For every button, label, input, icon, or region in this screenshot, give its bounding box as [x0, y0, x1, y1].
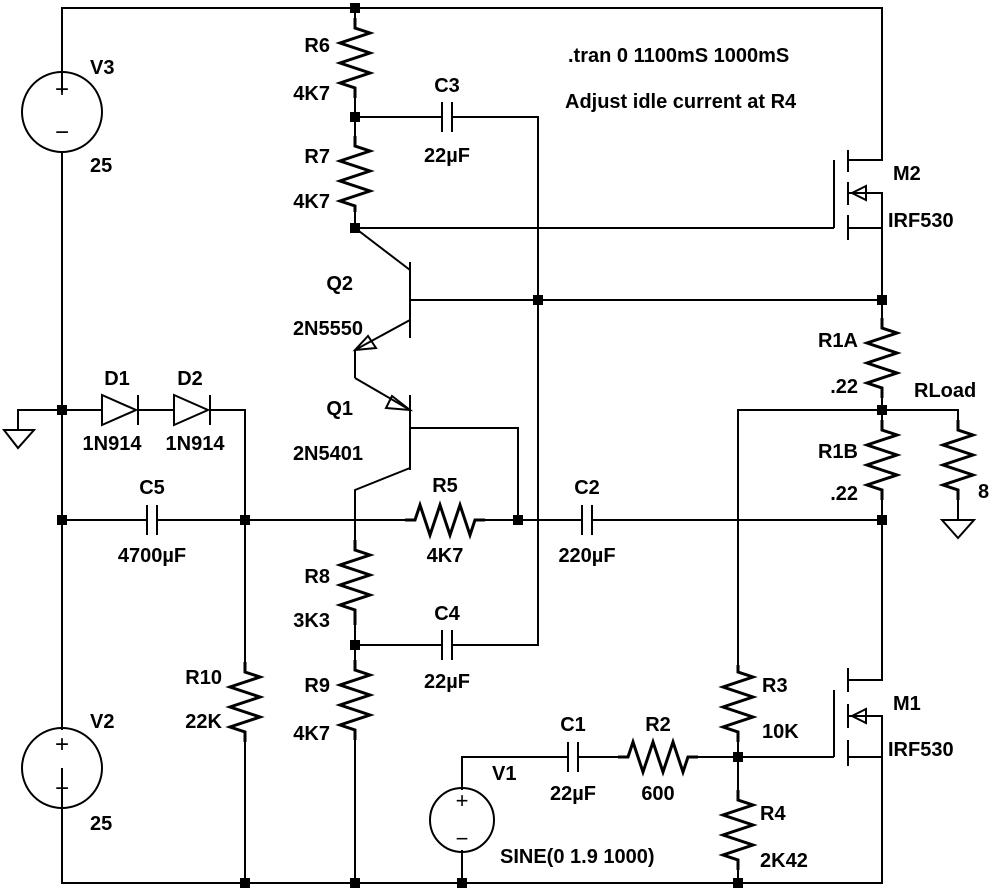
label-r4-value: 2K42 — [760, 850, 808, 872]
label-v2-value: 25 — [90, 813, 112, 835]
label-m2-value: IRF530 — [888, 210, 954, 232]
label-m1-name: M1 — [893, 693, 921, 715]
label-c2-value: 220µF — [558, 545, 615, 567]
v1-minus: − — [456, 826, 469, 851]
label-v3-value: 25 — [90, 155, 112, 177]
resistor-r3 — [718, 665, 758, 742]
label-r4-name: R4 — [760, 803, 786, 825]
directive-note: Adjust idle current at R4 — [565, 91, 797, 113]
junction-dots — [57, 3, 887, 888]
label-c2-name: C2 — [574, 477, 600, 499]
resistor-r5 — [405, 500, 485, 540]
label-r1b-value: .22 — [830, 483, 858, 505]
transistor-q2 — [352, 262, 411, 352]
wires — [17, 7, 959, 884]
voltage-source-v3: + − — [21, 71, 103, 153]
resistor-r1a — [862, 318, 902, 398]
directive-tran: .tran 0 1100mS 1000mS — [568, 45, 789, 67]
label-r3-name: R3 — [762, 675, 788, 697]
label-r9-value: 4K7 — [293, 723, 330, 745]
diode-d1 — [101, 393, 139, 427]
ground-symbol-left — [1, 429, 37, 450]
resistor-r7 — [335, 136, 375, 212]
capacitor-c5 — [146, 505, 158, 535]
resistor-r4 — [718, 790, 758, 870]
label-r8-value: 3K3 — [293, 610, 330, 632]
label-d1-name: D1 — [104, 368, 130, 390]
label-r2-value: 600 — [641, 783, 674, 805]
v2-minus: − — [55, 775, 69, 802]
label-r10-value: 22K — [185, 711, 222, 733]
labels: .tran 0 1100mS 1000mS Adjust idle curren… — [83, 35, 990, 872]
grounds — [1, 429, 977, 540]
label-m1-value: IRF530 — [888, 739, 954, 761]
capacitors — [146, 102, 593, 772]
label-q2-name: Q2 — [326, 273, 353, 295]
label-r7-name: R7 — [304, 146, 330, 168]
label-q1-name: Q1 — [326, 398, 353, 420]
capacitor-c1 — [567, 742, 579, 772]
label-c3-value: 22µF — [424, 145, 470, 167]
label-d2-value: 1N914 — [166, 433, 226, 455]
resistors — [225, 18, 978, 870]
label-d2-name: D2 — [177, 368, 203, 390]
sources: + − + − + − — [21, 71, 495, 853]
label-c5-name: C5 — [139, 477, 165, 499]
label-c1-value: 22µF — [550, 783, 596, 805]
label-c3-name: C3 — [434, 75, 460, 97]
voltage-source-v1: + − — [429, 787, 495, 853]
label-v3-name: V3 — [90, 57, 114, 79]
label-rload-name: RLoad — [914, 380, 976, 402]
label-r2-name: R2 — [645, 714, 671, 736]
transistors — [352, 150, 883, 766]
label-v1-name: V1 — [492, 763, 516, 785]
label-r10-name: R10 — [185, 667, 222, 689]
resistor-r6 — [335, 18, 375, 98]
label-r1a-value: .22 — [830, 376, 858, 398]
v3-plus: + — [55, 76, 69, 103]
resistor-r1b — [862, 420, 902, 500]
v2-plus: + — [55, 731, 69, 758]
capacitor-c4 — [441, 630, 453, 660]
label-q2-value: 2N5550 — [293, 318, 363, 340]
label-r3-value: 10K — [762, 721, 799, 743]
label-c4-name: C4 — [434, 603, 460, 625]
label-c5-value: 4700µF — [118, 545, 186, 567]
ground-symbol-right — [939, 519, 977, 540]
resistor-r9 — [335, 660, 375, 740]
label-v1-value: SINE(0 1.9 1000) — [500, 846, 655, 868]
capacitor-c3 — [441, 102, 453, 132]
label-r6-name: R6 — [304, 35, 330, 57]
diodes — [101, 393, 211, 427]
label-q1-value: 2N5401 — [293, 443, 363, 465]
label-r7-value: 4K7 — [293, 191, 330, 213]
v1-plus: + — [456, 788, 469, 813]
resistor-r10 — [225, 662, 265, 742]
resistor-rload — [938, 420, 978, 500]
mosfet-m1 — [833, 668, 883, 766]
label-r6-value: 4K7 — [293, 83, 330, 105]
capacitor-c2 — [581, 505, 593, 535]
v3-minus: − — [55, 119, 69, 146]
label-c4-value: 22µF — [424, 671, 470, 693]
label-r8-name: R8 — [304, 566, 330, 588]
label-r1a-name: R1A — [818, 330, 858, 352]
transistor-q1 — [354, 350, 414, 470]
label-r5-value: 4K7 — [427, 545, 464, 567]
label-r5-name: R5 — [432, 475, 458, 497]
mosfet-m2 — [833, 150, 883, 240]
label-rload-value: 8 — [978, 481, 989, 503]
voltage-source-v2: + − — [21, 727, 103, 809]
label-v2-name: V2 — [90, 711, 114, 733]
resistor-r2 — [618, 737, 698, 777]
resistor-r8 — [335, 540, 375, 625]
label-m2-name: M2 — [893, 163, 921, 185]
label-r9-name: R9 — [304, 675, 330, 697]
diode-d2 — [173, 393, 211, 427]
label-d1-value: 1N914 — [83, 433, 143, 455]
label-r1b-name: R1B — [818, 441, 858, 463]
label-c1-name: C1 — [560, 714, 586, 736]
